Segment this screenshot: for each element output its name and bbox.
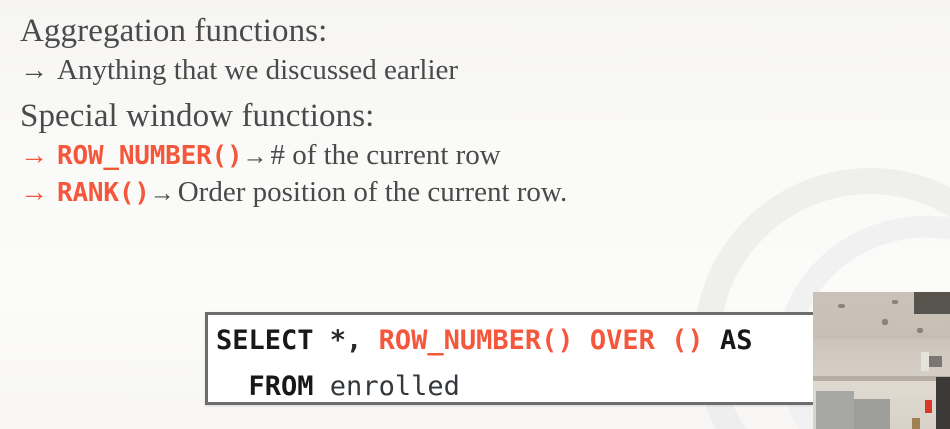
camera-wall-molding — [813, 375, 950, 382]
bullet-text: Anything that we discussed earlier — [57, 54, 459, 86]
camera-wall-fixture — [921, 352, 930, 372]
camera-wood-trim — [911, 418, 920, 429]
camera-ceiling-speck — [837, 304, 845, 309]
function-name-row-number: ROW_NUMBER() — [57, 141, 243, 171]
bullet-row-number: →ROW_NUMBER()→# of the current row — [20, 139, 820, 176]
sql-keyword-as: AS — [703, 325, 753, 356]
sql-window-function: ROW_NUMBER() OVER () — [378, 325, 704, 356]
inline-arrow-icon: → — [149, 180, 175, 207]
sql-keyword-select: SELECT — [216, 325, 314, 356]
camera-wall-panel — [815, 390, 855, 429]
camera-ceiling-speck — [881, 319, 889, 325]
sql-star-operator: *, — [313, 325, 379, 356]
arrow-icon: → — [20, 177, 48, 208]
sql-table-name: enrolled — [313, 371, 460, 402]
section-heading-special-window: Special window functions: — [20, 98, 375, 134]
camera-ceiling-speck — [892, 300, 898, 305]
bullet-text: Order position of the current row. — [177, 176, 568, 208]
camera-wall-panel — [854, 398, 890, 429]
slide-content: Aggregation functions: → Anything that we… — [20, 6, 820, 213]
sql-keyword-from: FROM — [216, 371, 314, 402]
arrow-icon: → — [20, 140, 48, 171]
camera-wall-bracket — [929, 356, 942, 368]
camera-ceiling-vent — [914, 292, 950, 314]
sql-code-line-2: FROM enrolled — [208, 361, 862, 402]
bullet-text: # of the current row — [270, 139, 501, 171]
camera-fire-alarm — [925, 400, 933, 413]
camera-ceiling-speck — [917, 327, 923, 334]
arrow-icon: → — [20, 55, 48, 86]
bullet-aggregation-anything: → Anything that we discussed earlier — [20, 54, 820, 91]
bullet-rank: →RANK()→Order position of the current ro… — [20, 176, 820, 213]
section-heading-aggregation: Aggregation functions: — [20, 13, 328, 49]
inline-arrow-icon: → — [242, 143, 268, 170]
function-name-rank: RANK() — [57, 178, 150, 208]
webcam-video-overlay[interactable] — [813, 292, 950, 429]
camera-doorway — [936, 376, 950, 429]
sql-code-box: SELECT *, ROW_NUMBER() OVER () AS FROM e… — [205, 312, 865, 405]
sql-code-line-1: SELECT *, ROW_NUMBER() OVER () AS — [208, 315, 862, 361]
